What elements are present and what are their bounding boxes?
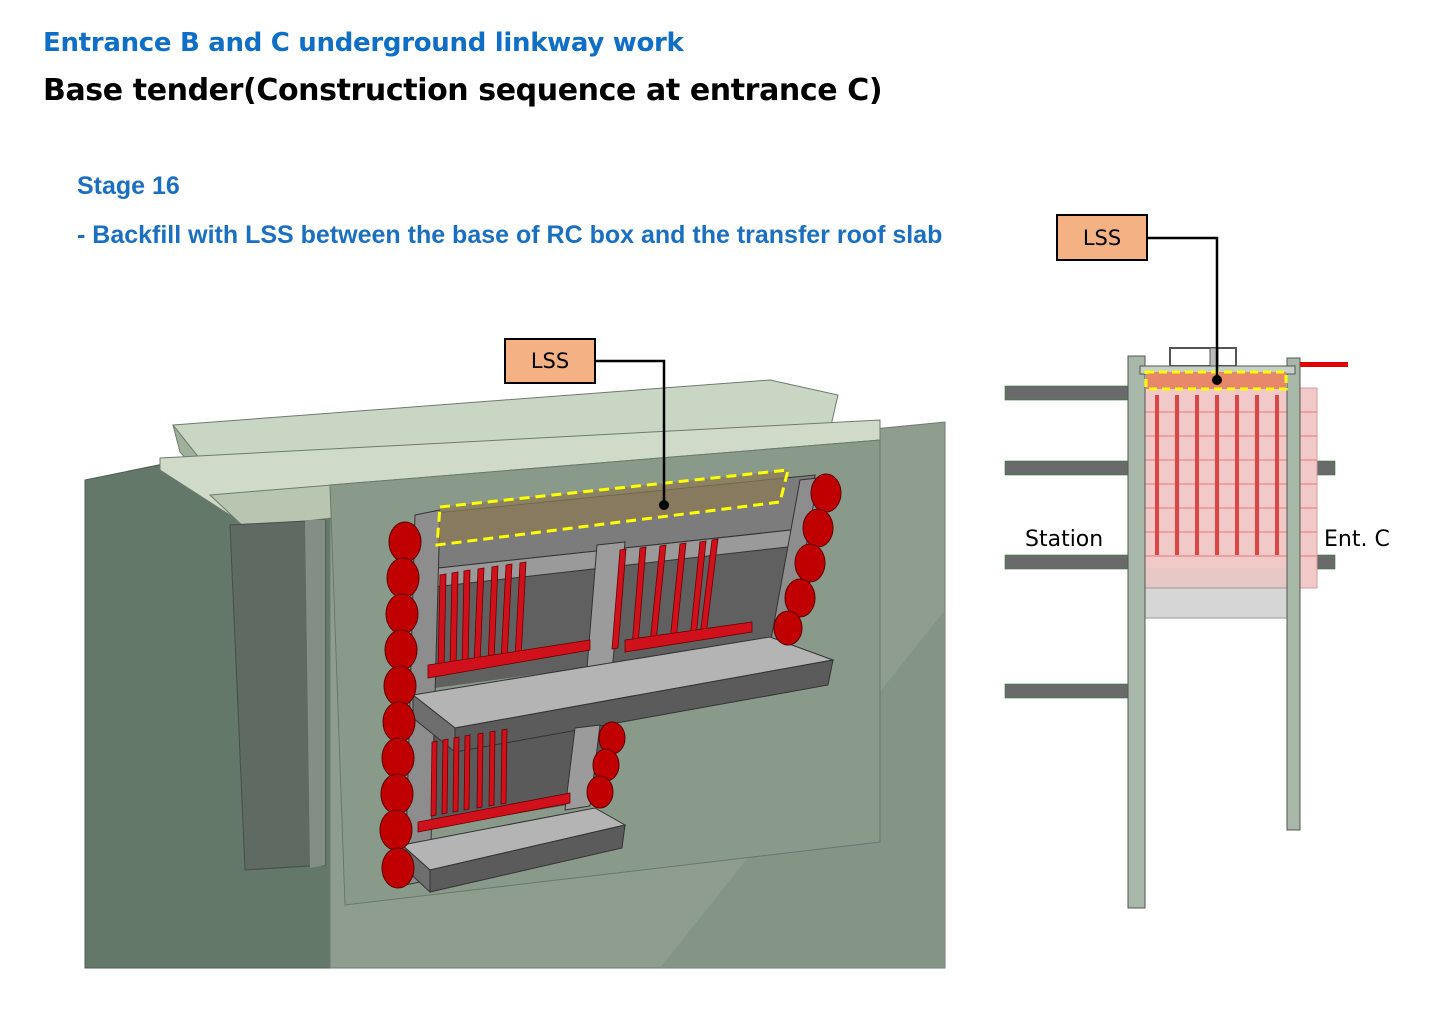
- lss-leader-line-3d: [595, 359, 666, 505]
- secant-piles-left: [379, 521, 422, 889]
- wall-left-section: [1127, 355, 1146, 909]
- lss-backfill-zone-3d: [435, 468, 790, 547]
- station-label: Station: [1025, 527, 1104, 552]
- section-verticals: [1155, 395, 1279, 555]
- secant-piles-right: [586, 473, 842, 809]
- steel-struts-lower: [417, 728, 571, 833]
- wall-right-section: [1286, 357, 1301, 831]
- lss-callout-3d-label: LSS: [530, 349, 570, 373]
- entrance-c-label: Ent. C: [1324, 527, 1390, 552]
- lss-callout-3d: LSS: [504, 338, 596, 384]
- page-title: Entrance B and C underground linkway wor…: [43, 28, 684, 58]
- lss-leader-dot-3d: [659, 500, 669, 510]
- lss-callout-section: LSS: [1056, 214, 1148, 261]
- base-slab-section: [1144, 587, 1291, 619]
- ground-level-marker: [1300, 362, 1348, 367]
- steel-struts-upper: [427, 538, 753, 679]
- lss-leader-line-section: [1147, 236, 1219, 380]
- stage-description: - Backfill with LSS between the base of …: [77, 221, 943, 249]
- stage-label: Stage 16: [77, 172, 180, 200]
- lss-callout-section-label: LSS: [1082, 225, 1122, 250]
- page-subtitle: Base tender(Construction sequence at ent…: [43, 73, 883, 108]
- lss-leader-dot-section: [1212, 375, 1222, 385]
